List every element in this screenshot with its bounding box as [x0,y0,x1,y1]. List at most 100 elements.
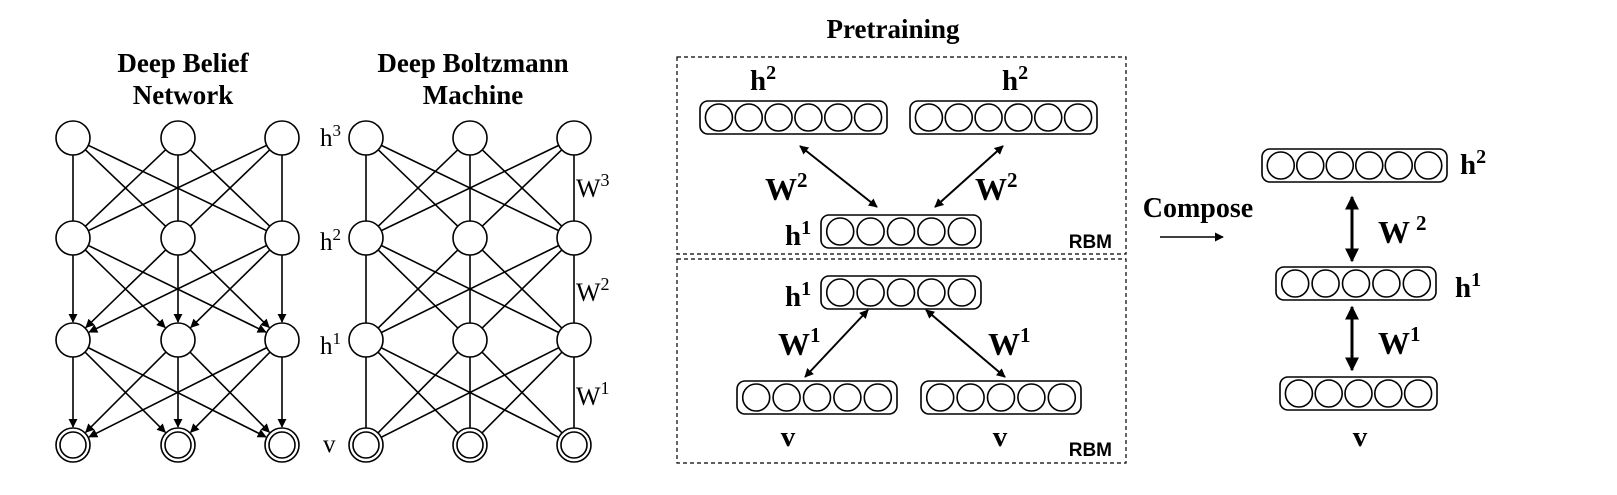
layer-unit [947,278,977,307]
dbm-hidden-unit [556,220,592,256]
dbm-edge [377,249,459,329]
layer-unit [917,217,946,246]
dbm-nodes [348,120,592,463]
dbm-visible-unit [452,427,488,463]
dbn-visible-unit-inner [268,431,296,459]
pre-bottom-w1-right-label: W1 [988,323,1031,362]
dbm-weight-label-w1: W1 [576,378,610,411]
layer-unit [1384,151,1414,180]
pre-bottom-left-v-layer [736,380,898,415]
dbm-visible-unit-inner [352,431,380,459]
pre-bottom-right-v-layer [920,380,1082,415]
layer-unit [1033,103,1063,132]
layer-unit [1403,379,1433,408]
pretraining-layers [699,100,1098,415]
dbn-hidden-unit [160,322,196,358]
layer-unit [856,278,885,307]
dbm-edge [481,351,563,434]
layer-unit [974,103,1003,132]
dbn-hidden-unit [55,120,91,156]
dbm-layer-label-v: v [323,431,336,458]
layer-unit [794,103,823,132]
layer-unit [734,103,764,132]
dbn-edge [190,249,271,329]
layer-unit [825,217,855,246]
compose-h2-label: h2 [1460,146,1486,181]
pre-top-right-h2-layer [909,100,1098,135]
compose-layers [1261,148,1448,411]
layer-unit [1402,269,1432,298]
layer-unit [1280,269,1310,298]
pre-bottom-left-v-label: v [781,421,796,453]
pre-top-h1-layer [820,214,982,249]
layer-unit [1325,151,1355,180]
layer-unit [1341,269,1371,298]
compose-v-layer [1279,376,1438,411]
layer-unit [1295,151,1325,180]
dbn-edge [85,249,167,329]
layer-unit [956,383,985,412]
rbm-label-top: RBM [1069,232,1112,253]
dbn-edge [190,351,271,433]
layer-unit [1004,103,1033,132]
compose-h2-layer [1261,148,1448,183]
pre-bottom-right-v-label: v [993,421,1008,453]
dbm-title-line1: Deep Boltzmann [377,48,568,78]
dbn-edges [68,144,287,438]
dbn-visible-unit [160,427,196,463]
dbn-title-line2: Network [133,80,233,110]
compose-label: Compose [1143,193,1253,224]
layer-unit [1413,151,1443,180]
rbm-box-top [676,56,1127,255]
dbm-hidden-unit [556,120,592,156]
dbn-title-line1: Deep Belief [117,48,249,78]
dbm-hidden-unit [348,120,384,156]
pre-bottom-h1-label: h1 [785,278,811,313]
compose-w1-label: W1 [1378,322,1421,361]
pre-top-left-h2-layer [699,100,888,135]
pre-top-h1-label: h1 [785,217,811,252]
layer-unit [863,383,893,412]
layer-unit [825,278,855,307]
layer-unit [704,103,734,132]
dbm-edge [380,144,560,232]
pretraining-title: Pretraining [827,14,960,44]
compose-h1-layer [1275,266,1437,301]
dbn-edge [84,149,167,227]
dbm-weight-label-w2: W2 [576,274,610,307]
dbm-title-line2: Machine [423,80,524,110]
compose-h1-label: h1 [1455,269,1481,304]
layer-unit [1266,151,1296,180]
dbn-edge [88,244,268,333]
layer-unit [823,103,853,132]
compose-v-label: v [1353,421,1368,453]
layer-unit [947,217,977,246]
dbn-visible-unit-inner [59,431,87,459]
dbm-edge [377,149,459,227]
dbm-visible-unit [556,427,592,463]
dbn-visible-unit [55,427,91,463]
layer-unit [914,103,944,132]
layer-unit [1314,379,1343,408]
dbn-hidden-unit [160,220,196,256]
dbn-hidden-unit [55,322,91,358]
pretraining-panel: Pretraining RBM RBM h2 h2 h1 W2 W2 h1 W1… [676,14,1127,464]
pre-top-left-h2-label: h2 [750,62,776,97]
dbn-hidden-unit [55,220,91,256]
dbm-edge [380,244,560,334]
rbm-box-bottom [676,258,1127,464]
dbm-hidden-unit [452,120,488,156]
dbm-edge [481,149,563,227]
layer-unit [1344,379,1373,408]
dbm-edges [365,144,575,439]
dbm-weight-label-w3: W3 [576,170,610,203]
layer-unit [802,383,832,412]
layer-unit [1284,379,1314,408]
layer-unit [1374,379,1403,408]
layer-unit [764,103,793,132]
dbn-hidden-unit [264,220,300,256]
pre-top-w2-right-label: W2 [975,168,1018,207]
dbm-hidden-unit [556,322,592,358]
layer-unit [886,217,916,246]
